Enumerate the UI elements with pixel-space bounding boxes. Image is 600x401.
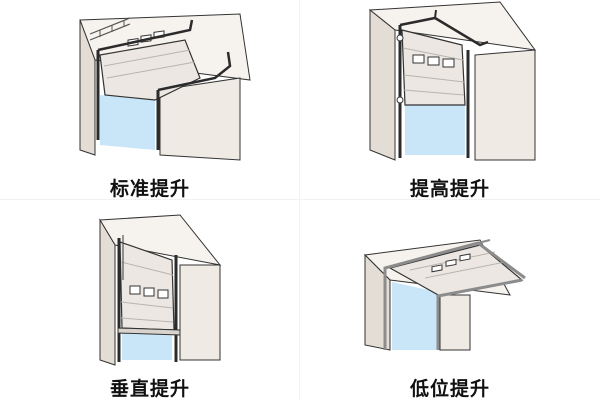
high-lift-door-icon (368, 1, 537, 161)
horizontal-divider (0, 199, 600, 200)
panel-vertical-lift: 垂直提升 (0, 200, 300, 400)
vertical-lift-door-icon (99, 214, 222, 366)
low-headroom-lift-door-icon (363, 239, 526, 351)
panel-standard-lift: 标准提升 (0, 0, 300, 200)
caption-standard-lift: 标准提升 (109, 178, 190, 200)
panel-high-lift: 提高提升 (300, 0, 600, 200)
panel-low-lift: 低位提升 (300, 200, 600, 400)
vertical-divider (299, 0, 300, 400)
standard-lift-door-icon (79, 13, 251, 161)
caption-low-lift: 低位提升 (409, 378, 490, 400)
caption-vertical-lift: 垂直提升 (109, 378, 190, 400)
caption-high-lift: 提高提升 (409, 178, 490, 200)
